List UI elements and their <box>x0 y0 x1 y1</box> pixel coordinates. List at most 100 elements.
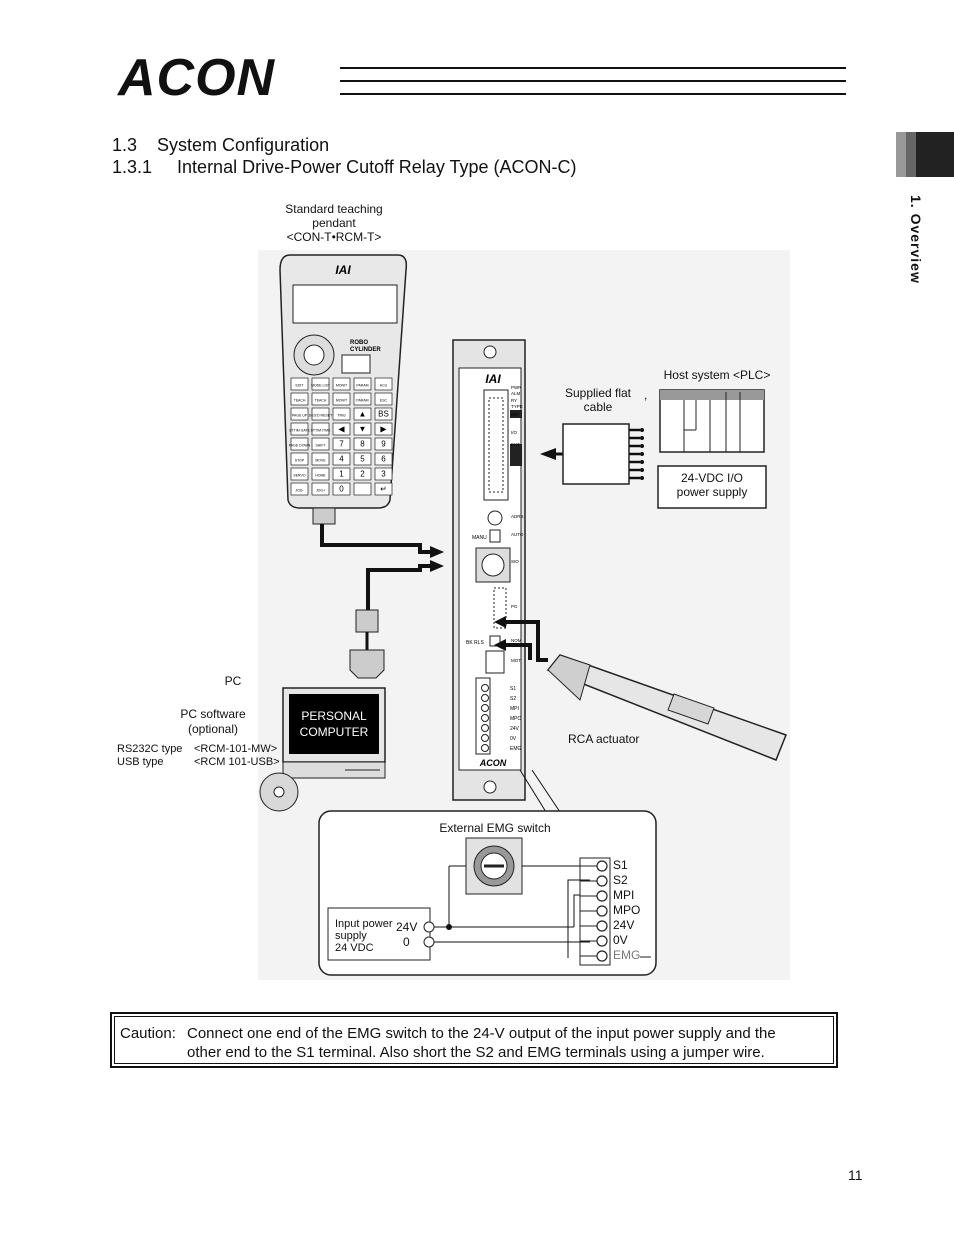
pc-screen-line2: COMPUTER <box>300 725 369 739</box>
controller-right-label: MOT <box>511 658 521 663</box>
controller-motor-port <box>485 650 505 674</box>
pendant-label-line2: pendant <box>312 216 356 230</box>
pendant-brand: IAI <box>335 263 351 277</box>
pendant-key-label: 9 <box>381 440 386 449</box>
pendant-key <box>332 437 351 451</box>
controller-right-label: NOM <box>511 638 522 643</box>
flat-cable-wires <box>629 428 644 480</box>
flat-cable-label-line1: Supplied flat <box>564 386 632 400</box>
host-plc <box>659 389 765 453</box>
pendant-cable <box>320 524 430 554</box>
pendant-key-label: 4 <box>339 455 344 464</box>
header-rule-top <box>340 67 846 69</box>
pendant-key-label: ▲ <box>359 410 367 419</box>
emg-terminal-label: 0V <box>613 933 628 947</box>
pendant-maker-line1: ROBO <box>350 340 368 346</box>
pendant-key-label: HOME <box>315 474 326 478</box>
io-power-supply-box <box>657 465 767 509</box>
input-power-supply-box <box>327 907 431 961</box>
pendant-key-label: PAGE UP <box>292 414 308 418</box>
controller-right-label: SIO <box>511 559 519 564</box>
flat-cable-connector <box>562 423 630 485</box>
pc-software-label: PC software <box>180 707 246 721</box>
pendant-key <box>332 482 351 496</box>
pendant-key <box>290 377 309 391</box>
pendant-key <box>311 452 330 466</box>
pendant-key <box>353 407 372 421</box>
pendant-key-label: ▼ <box>359 425 367 434</box>
pendant-key <box>290 392 309 406</box>
controller-right-label: I/O <box>511 430 518 435</box>
pendant-label-line3: <CON-T•RCM-T> <box>286 230 382 244</box>
pendant-key <box>290 422 309 436</box>
caution-line1: Connect one end of the EMG switch to the… <box>187 1025 776 1042</box>
header-rule-bottom <box>340 93 846 95</box>
pendant-key-label: PARAM <box>356 399 368 403</box>
usb-model: <RCM 101-USB> <box>194 756 280 768</box>
flat-wire-end <box>640 468 644 472</box>
pendant-key <box>311 467 330 481</box>
controller-terminal-label: S1 <box>510 686 516 692</box>
rs232c-model: <RCM-101-MW> <box>194 743 278 755</box>
pendant-key <box>332 467 351 481</box>
caution-line2: other end to the S1 terminal. Also short… <box>187 1044 765 1061</box>
flat-cable-label-line2: cable <box>583 400 613 414</box>
pc-cable <box>366 564 430 610</box>
host-system-label: Host system <PLC> <box>663 368 771 382</box>
pendant-key <box>311 482 330 496</box>
emg-terminal-label: EMG <box>613 948 641 962</box>
controller-terminal <box>481 714 489 722</box>
pendant-key <box>353 422 372 436</box>
pendant-key <box>290 482 309 496</box>
pendant-key-label: 7 <box>339 440 344 449</box>
usb-type: USB type <box>117 756 164 768</box>
emg-terminal <box>596 875 608 887</box>
rca-actuator-label: RCA actuator <box>568 732 640 746</box>
pendant-key <box>374 407 393 421</box>
pendant-key <box>311 407 330 421</box>
controller-right-label: ALM <box>511 391 521 396</box>
pendant-key <box>374 452 393 466</box>
pendant-key-label: STTIM GATE <box>289 429 310 433</box>
pendant-connector <box>312 507 336 525</box>
pendant-key <box>311 392 330 406</box>
pendant-maker-line2: CYLINDER <box>350 347 381 353</box>
pendant-key-label: PARAM <box>356 384 368 388</box>
pendant-key <box>353 437 372 451</box>
pendant-key-label: ▶ <box>380 425 387 434</box>
pendant-key-label: 8 <box>360 440 365 449</box>
controller-mode-switch <box>489 529 501 543</box>
controller-terminal <box>481 684 489 692</box>
emg-terminal <box>596 905 608 917</box>
pendant-key-label: MONIT <box>336 399 348 403</box>
pendant-key-label: ACU <box>380 384 388 388</box>
flat-wire-end <box>640 436 644 440</box>
input-supply-line2: supply <box>335 930 367 942</box>
pendant-key <box>374 392 393 406</box>
controller-manu-label: MANU <box>472 535 487 541</box>
pendant-key-label: BS <box>378 410 389 419</box>
controller-terminal <box>481 704 489 712</box>
controller-right-label: INT <box>511 412 519 417</box>
caution-box: Caution: Connect one end of the EMG swit… <box>110 1012 838 1068</box>
input-supply-line3: 24 VDC <box>335 942 374 954</box>
flat-wire-end <box>640 452 644 456</box>
side-tab-shade-light <box>896 132 906 177</box>
controller-terminal-label: 0V <box>510 736 517 742</box>
controller-right-label: EXT <box>511 442 520 447</box>
pendant-key-label: 6 <box>381 455 386 464</box>
acon-logo: ACON <box>118 49 276 107</box>
emg-terminal-label: MPO <box>613 903 641 917</box>
pendant-key <box>353 392 372 406</box>
controller-brake-switch <box>489 635 501 647</box>
side-tab-block <box>916 132 954 177</box>
emg-terminal <box>596 935 608 947</box>
pendant-key-label: MODE LIST <box>311 384 331 388</box>
pendant-key-label: 0 <box>339 485 344 494</box>
controller-right-label: PWR <box>511 385 522 390</box>
controller-right-label: TYPE <box>511 404 523 409</box>
pendant-key-label: STTIM ITME <box>311 429 331 433</box>
pendant-key-label: 5 <box>360 455 365 464</box>
pendant-display <box>292 284 398 324</box>
